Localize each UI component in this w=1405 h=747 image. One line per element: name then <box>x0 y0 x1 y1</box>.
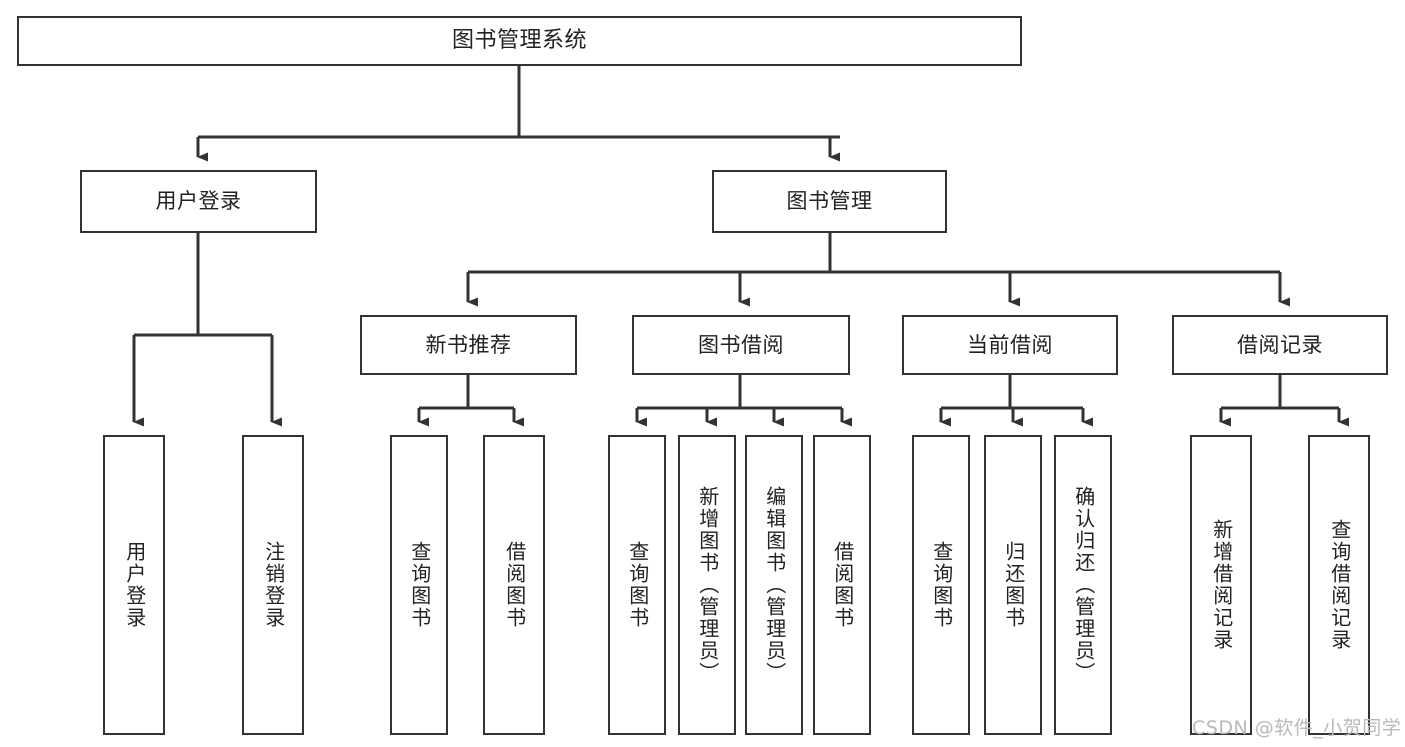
node-user-login-label: 用户登录 <box>155 189 242 214</box>
leaf-edit-book-admin[interactable]: 编辑图书（管理员） <box>745 435 803 735</box>
leaf-user-login[interactable]: 用户登录 <box>103 435 165 735</box>
leaf-add-book-admin-label: 新增图书（管理员） <box>695 486 720 684</box>
node-new-book-recommend[interactable]: 新书推荐 <box>360 315 577 375</box>
node-borrow-record-label: 借阅记录 <box>1237 332 1323 357</box>
leaf-borrow-book-rec-label: 借阅图书 <box>502 541 527 629</box>
leaf-return-book-label: 归还图书 <box>1001 541 1026 629</box>
leaf-query-borrow-record-label: 查询借阅记录 <box>1327 519 1352 651</box>
leaf-return-book[interactable]: 归还图书 <box>984 435 1042 735</box>
leaf-query-book-rec[interactable]: 查询图书 <box>390 435 448 735</box>
leaf-borrow-book-rec[interactable]: 借阅图书 <box>483 435 545 735</box>
leaf-query-book-cur[interactable]: 查询图书 <box>912 435 970 735</box>
leaf-query-borrow-record[interactable]: 查询借阅记录 <box>1308 435 1370 735</box>
leaf-edit-book-admin-label: 编辑图书（管理员） <box>762 486 787 684</box>
leaf-add-borrow-record[interactable]: 新增借阅记录 <box>1190 435 1252 735</box>
node-book-manage[interactable]: 图书管理 <box>712 170 947 233</box>
node-root-label: 图书管理系统 <box>451 28 587 54</box>
node-new-book-recommend-label: 新书推荐 <box>425 332 512 357</box>
node-current-borrow[interactable]: 当前借阅 <box>902 315 1118 375</box>
leaf-add-book-admin[interactable]: 新增图书（管理员） <box>678 435 736 735</box>
node-book-borrow-label: 图书借阅 <box>698 332 784 357</box>
node-book-borrow[interactable]: 图书借阅 <box>632 315 850 375</box>
node-borrow-record[interactable]: 借阅记录 <box>1172 315 1388 375</box>
node-user-login[interactable]: 用户登录 <box>80 170 317 233</box>
leaf-borrow-book-label: 借阅图书 <box>830 541 855 629</box>
leaf-query-book-cur-label: 查询图书 <box>929 541 954 629</box>
leaf-confirm-return-admin-label: 确认归还（管理员） <box>1071 486 1096 684</box>
leaf-query-book-borrow-label: 查询图书 <box>625 541 650 629</box>
leaf-user-login-label: 用户登录 <box>122 541 147 629</box>
leaf-add-borrow-record-label: 新增借阅记录 <box>1209 519 1234 651</box>
node-book-manage-label: 图书管理 <box>786 189 873 214</box>
leaf-borrow-book[interactable]: 借阅图书 <box>813 435 871 735</box>
leaf-query-book-borrow[interactable]: 查询图书 <box>608 435 666 735</box>
node-current-borrow-label: 当前借阅 <box>967 332 1053 357</box>
leaf-user-logout[interactable]: 注销登录 <box>242 435 304 735</box>
leaf-query-book-rec-label: 查询图书 <box>407 541 432 629</box>
leaf-user-logout-label: 注销登录 <box>261 541 286 629</box>
csdn-watermark: CSDN @软件_小贺同学 <box>1192 717 1402 739</box>
node-root[interactable]: 图书管理系统 <box>17 16 1022 66</box>
leaf-confirm-return-admin[interactable]: 确认归还（管理员） <box>1054 435 1112 735</box>
